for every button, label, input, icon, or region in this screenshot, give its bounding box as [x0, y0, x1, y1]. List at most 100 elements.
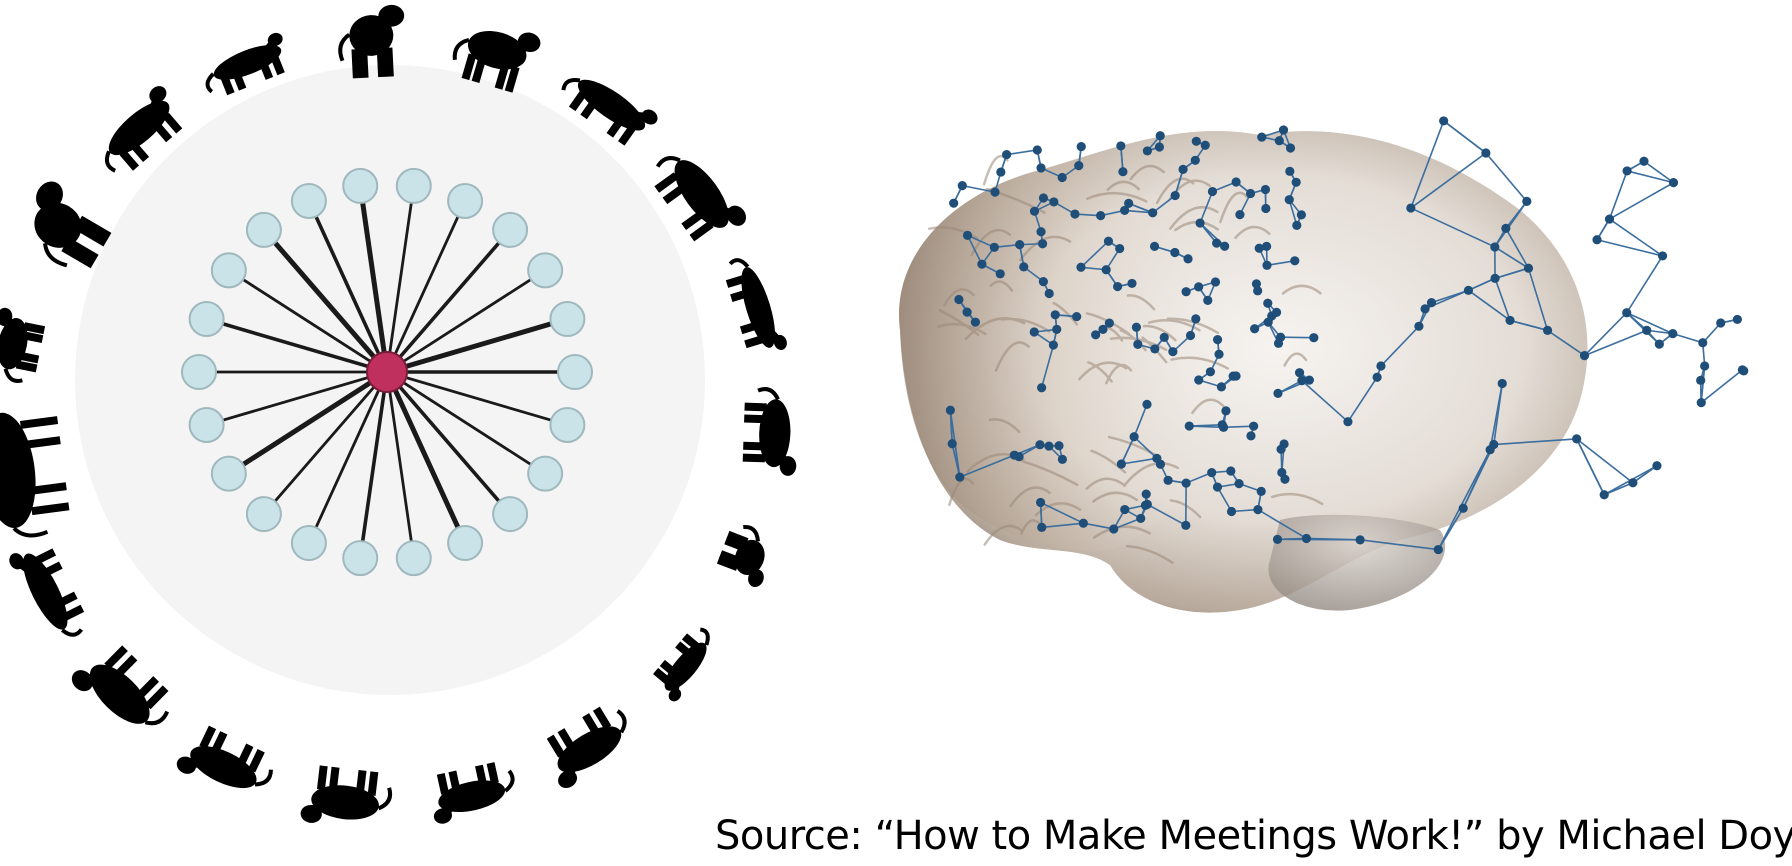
network-node [1738, 365, 1747, 374]
seal-icon [647, 623, 723, 704]
network-node [1580, 351, 1589, 360]
network-node [958, 181, 967, 190]
network-node [990, 243, 999, 252]
reindeer-icon [7, 537, 92, 647]
network-node [1044, 441, 1053, 450]
network-node [1262, 261, 1271, 270]
hub-and-spoke-diagram [0, 0, 880, 866]
network-node [1150, 242, 1159, 251]
network-node [1037, 523, 1046, 532]
outer-node [493, 213, 527, 247]
network-node [1132, 323, 1141, 332]
network-node [1186, 331, 1195, 340]
network-node [1214, 350, 1223, 359]
network-node [1185, 421, 1194, 430]
network-node [1698, 338, 1707, 347]
network-node [1127, 279, 1136, 288]
network-node [1275, 136, 1284, 145]
network-node [1091, 330, 1100, 339]
network-node [1143, 146, 1152, 155]
network-node [1652, 461, 1661, 470]
network-node [1232, 177, 1241, 186]
network-node [1226, 466, 1235, 475]
network-node [1246, 431, 1255, 440]
network-node [1160, 333, 1169, 342]
network-node [1036, 498, 1045, 507]
network-node [1182, 287, 1191, 296]
network-node [1109, 524, 1118, 533]
network-node [1133, 340, 1142, 349]
network-node [1163, 476, 1172, 485]
network-edge [1609, 171, 1627, 219]
network-edge [1585, 313, 1627, 356]
network-node [1076, 263, 1085, 272]
network-node [1373, 373, 1382, 382]
network-node [1658, 251, 1667, 260]
network-node [1505, 316, 1514, 325]
network-node [1292, 221, 1301, 230]
network-node [977, 260, 986, 269]
network-node [1279, 125, 1288, 134]
network-node [1116, 141, 1125, 150]
network-node [1273, 389, 1282, 398]
outer-node [558, 355, 592, 389]
network-node [1206, 367, 1215, 376]
network-node [1227, 507, 1236, 516]
network-node [1182, 478, 1191, 487]
network-node [1035, 440, 1044, 449]
network-node [1058, 173, 1067, 182]
network-node [1030, 327, 1039, 336]
network-node [1002, 150, 1011, 159]
network-node [1255, 244, 1264, 253]
dog-icon [425, 759, 519, 825]
network-edge [1577, 439, 1633, 483]
network-node [1070, 209, 1079, 218]
network-node [1490, 274, 1499, 283]
brain-network-illustration [880, 0, 1792, 866]
network-node [1148, 208, 1157, 217]
network-node [1150, 344, 1159, 353]
network-node [1292, 178, 1301, 187]
network-node [1276, 333, 1285, 342]
network-node [1156, 131, 1165, 140]
network-node [1464, 286, 1473, 295]
network-node [1628, 478, 1637, 487]
network-edge [1007, 150, 1038, 155]
network-node [1376, 361, 1385, 370]
network-node [1049, 340, 1058, 349]
network-node [1142, 489, 1151, 498]
outer-node [448, 526, 482, 560]
network-edge [1673, 334, 1703, 343]
elephant-icon [0, 392, 72, 543]
network-node [1231, 371, 1240, 380]
outer-node [397, 541, 431, 575]
network-node [1010, 451, 1019, 460]
network-node [1117, 459, 1126, 468]
network-node [1104, 237, 1113, 246]
network-node [1039, 277, 1048, 286]
network-node [1696, 376, 1705, 385]
network-node [1096, 211, 1105, 220]
network-node [1155, 142, 1164, 151]
network-node [1115, 244, 1124, 253]
network-node [1697, 398, 1706, 407]
network-node [1234, 479, 1243, 488]
network-node [1036, 163, 1045, 172]
network-node [1120, 505, 1129, 514]
source-caption: Source: “How to Make Meetings Work!” by … [715, 808, 1785, 864]
network-node [954, 295, 963, 304]
network-node [1211, 277, 1220, 286]
network-node [1498, 379, 1507, 388]
network-node [1098, 325, 1107, 334]
network-node [1208, 187, 1217, 196]
network-node [1280, 475, 1289, 484]
network-node [1152, 454, 1161, 463]
network-node [1052, 325, 1061, 334]
network-node [1261, 185, 1270, 194]
mastiff-icon [300, 764, 393, 832]
network-node [1264, 318, 1273, 327]
network-edge [1609, 219, 1662, 256]
network-node [1600, 490, 1609, 499]
brain-shape [899, 131, 1587, 613]
chimpanzee-icon [0, 306, 47, 384]
